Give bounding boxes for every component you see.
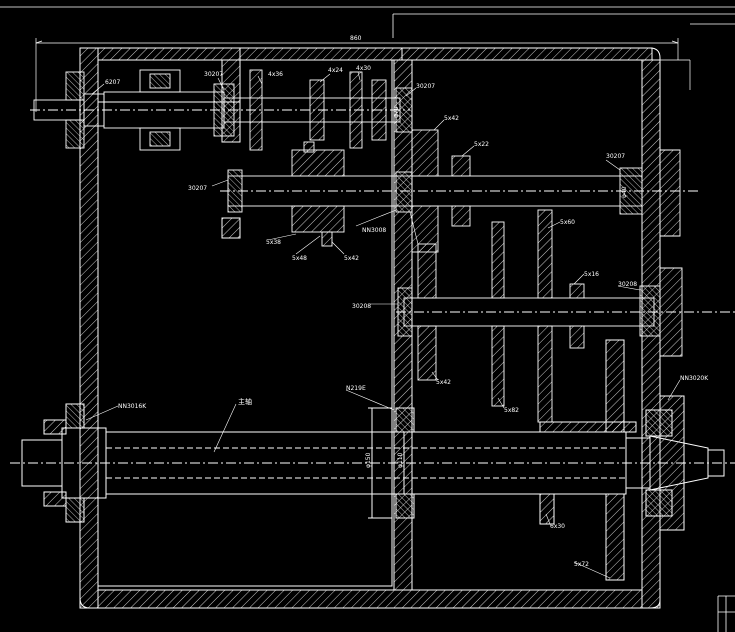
shaft-two: [220, 129, 700, 253]
label-5x22: 5x22: [474, 141, 489, 148]
overall-dimension-text: 860: [350, 35, 362, 42]
label-5x42-c: 5x42: [436, 379, 451, 386]
input-shaft: [30, 69, 413, 151]
shaft-three: [396, 209, 735, 423]
label-main-spindle: 主轴: [238, 397, 252, 406]
label-4x36: 4x36: [268, 71, 283, 78]
leader-lines: [85, 71, 681, 579]
label-5x60: 5x60: [560, 219, 575, 226]
label-dia-110: φ110: [397, 452, 404, 468]
label-30207-c: 30207: [188, 185, 207, 192]
label-5x82: 5x82: [504, 407, 519, 414]
label-30207-a: 30207: [204, 71, 223, 78]
label-30207-b: 30207: [416, 83, 435, 90]
label-nn3020k: NN3020K: [680, 375, 709, 382]
main-spindle: [10, 339, 735, 581]
label-5x16: 5x16: [584, 271, 599, 278]
label-6x30: 6x30: [550, 523, 565, 530]
label-dia-40: φ40: [621, 186, 628, 198]
label-nn3008: NN3008: [362, 227, 386, 234]
label-nn3016k: NN3016K: [118, 403, 147, 410]
label-30208-a: 30208: [618, 281, 637, 288]
label-5x72: 5x72: [574, 561, 589, 568]
label-5x42-a: 5x42: [444, 115, 459, 122]
label-5x38: 5x38: [266, 239, 281, 246]
label-dia-70: φ70: [393, 106, 400, 118]
label-30207-d: 30207: [606, 153, 625, 160]
label-5x48: 5x48: [292, 255, 307, 262]
label-4x30: 4x30: [356, 65, 371, 72]
label-n219e: N219E: [346, 385, 366, 392]
annotation-labels: 6207 30207 4x36 4x24 4x30 30207 5x42 5x2…: [105, 65, 709, 568]
label-30208-b: 30208: [352, 303, 371, 310]
label-dia-150: φ150: [365, 452, 372, 468]
housing: [79, 47, 661, 609]
label-4x24: 4x24: [328, 67, 343, 74]
label-5x42-b: 5x42: [344, 255, 359, 262]
label-6207: 6207: [105, 79, 120, 86]
sheet-border: [0, 6, 735, 632]
